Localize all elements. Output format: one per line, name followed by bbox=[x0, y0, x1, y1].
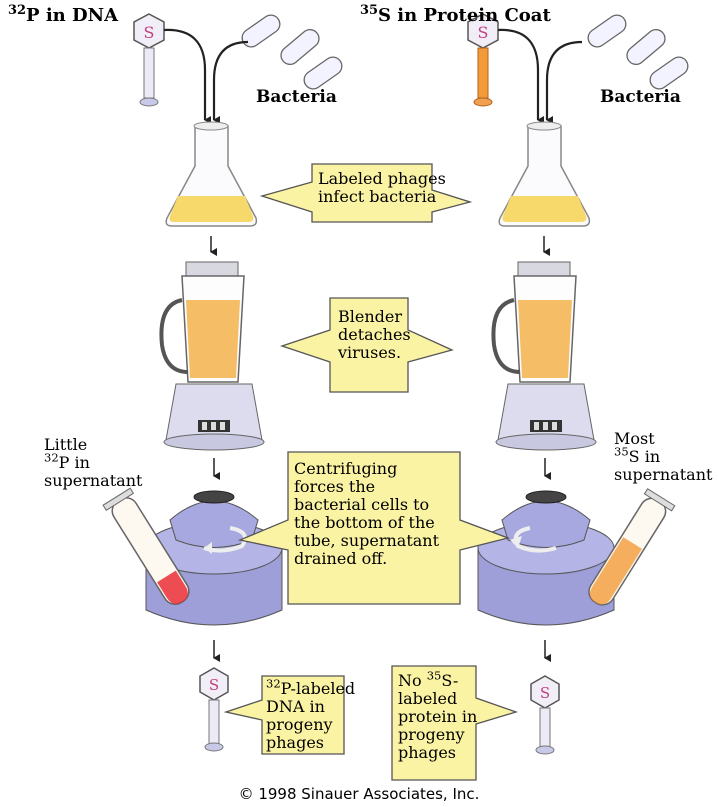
callout-right-result-text: No 35S- labeled protein in progeny phage… bbox=[398, 668, 478, 762]
phage-s-glyph: S bbox=[540, 684, 550, 702]
left-flask bbox=[165, 121, 258, 227]
right-input-arrows bbox=[497, 28, 583, 124]
callout-blender-text: Blender detaches viruses. bbox=[338, 307, 411, 362]
right-blender bbox=[491, 261, 597, 451]
right-labeled-phage-icon: S bbox=[467, 13, 499, 107]
phage-s-glyph: S bbox=[209, 676, 219, 694]
step-arrows-2 bbox=[213, 458, 551, 480]
right-bacteria-label: Bacteria bbox=[600, 87, 681, 107]
left-test-tube-red-pellet bbox=[102, 487, 190, 605]
callout-centrifuge-text: Centrifuging forces the bacterial cells … bbox=[294, 459, 440, 568]
right-centrifuge bbox=[477, 490, 615, 626]
phage-s-glyph: S bbox=[478, 23, 489, 42]
phage-s-glyph: S bbox=[144, 23, 155, 42]
right-flask bbox=[498, 121, 591, 227]
right-progeny-phage-icon: S bbox=[530, 675, 560, 755]
right-column-title: 35S in Protein Coat bbox=[360, 2, 551, 26]
left-supernatant-label: Little 32P in supernatant bbox=[44, 435, 143, 490]
left-bacteria-label: Bacteria bbox=[256, 87, 337, 107]
left-column-title: 32P in DNA bbox=[8, 2, 119, 26]
left-bacteria-icon bbox=[241, 14, 343, 90]
step-arrows-3 bbox=[213, 640, 551, 662]
left-blender bbox=[159, 261, 265, 451]
callout-blender-bubble bbox=[279, 297, 454, 393]
left-progeny-phage-icon: S bbox=[199, 667, 229, 752]
callout-left-result-text: 32P-labeled DNA in progeny phages bbox=[266, 676, 356, 752]
callout-infect-text: Labeled phages infect bacteria bbox=[318, 169, 446, 206]
right-supernatant-label: Most 35S in supernatant bbox=[614, 429, 713, 484]
copyright-notice: © 1998 Sinauer Associates, Inc. bbox=[238, 785, 480, 803]
left-centrifuge bbox=[145, 490, 283, 626]
callout-left-result-bubble bbox=[223, 675, 345, 755]
right-test-tube-orange-supernatant bbox=[588, 488, 676, 606]
step-arrows-1 bbox=[210, 236, 550, 256]
right-bacteria-icon bbox=[587, 14, 689, 90]
left-input-arrows bbox=[163, 28, 249, 124]
callout-infect-bubble bbox=[259, 163, 473, 223]
callout-right-result-bubble bbox=[391, 665, 519, 781]
callout-centrifuge-bubble bbox=[237, 451, 511, 605]
left-labeled-phage-icon: S bbox=[133, 13, 165, 107]
